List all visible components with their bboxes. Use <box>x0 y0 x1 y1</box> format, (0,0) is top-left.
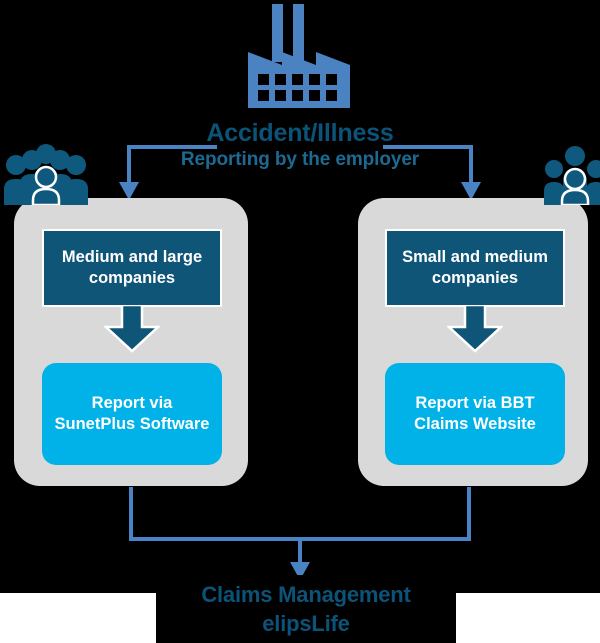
factory-icon <box>248 4 350 108</box>
diagram-header: Accident/Illness Reporting by the employ… <box>0 118 600 172</box>
outcome-line-2: elipsLife <box>262 611 350 636</box>
arrow-down-right-icon <box>447 305 503 353</box>
category-box-small-medium-companies: Small and medium companies <box>385 229 565 307</box>
outcome-banner: Claims Management elipsLife <box>156 575 456 643</box>
page-title: Accident/Illness <box>206 119 394 147</box>
bottom-white-flank-right <box>456 593 600 643</box>
people-group-large-icon <box>4 144 88 205</box>
outcome-line-1: Claims Management <box>201 582 411 607</box>
page-subtitle: Reporting by the employer <box>180 149 420 170</box>
arrow-down-left-icon <box>104 305 160 353</box>
category-box-medium-large-companies: Medium and large companies <box>42 229 222 307</box>
people-group-small-icon <box>544 146 600 205</box>
action-box-sunetplus[interactable]: Report via SunetPlus Software <box>42 363 222 465</box>
bottom-white-flank-left <box>0 593 156 643</box>
action-box-bbt-claims-website[interactable]: Report via BBT Claims Website <box>385 363 565 465</box>
